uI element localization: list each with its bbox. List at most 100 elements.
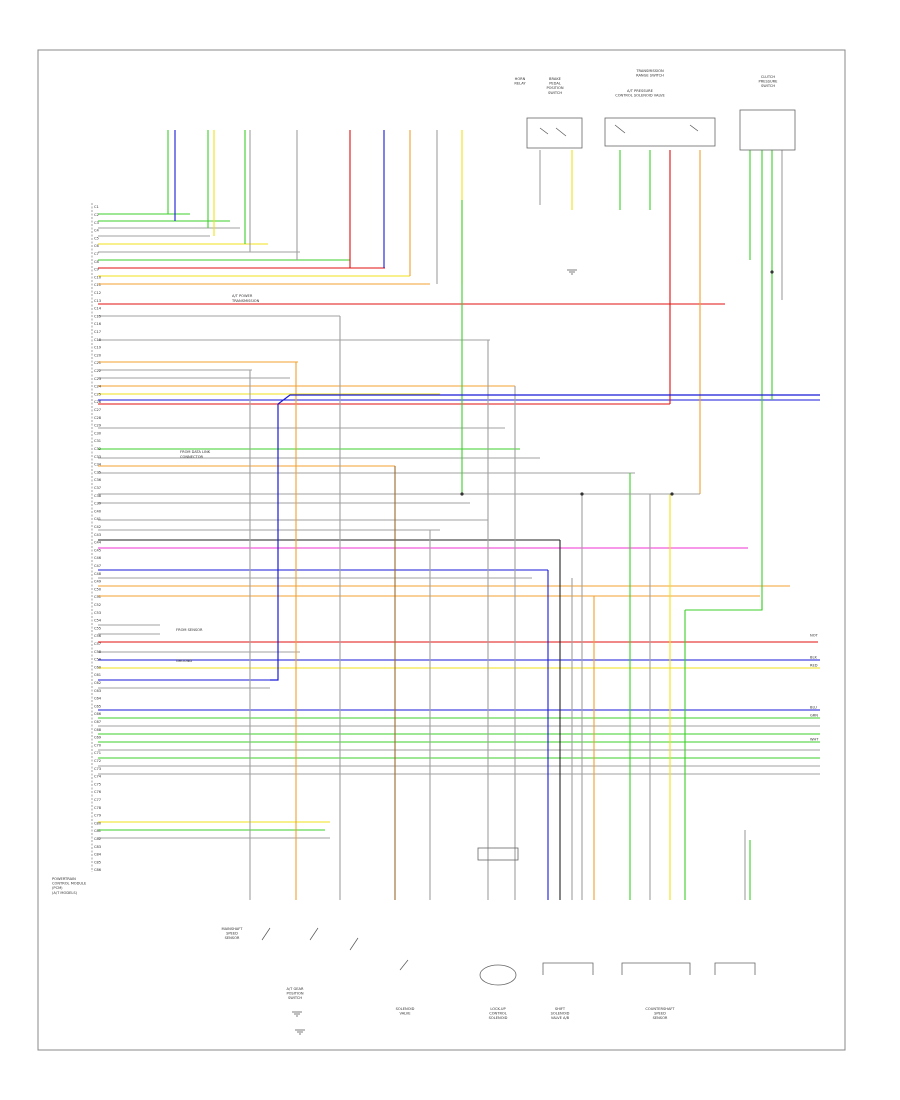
pin-number: C70 — [94, 743, 102, 747]
pin-number: C13 — [94, 299, 101, 303]
pin-number: C38 — [94, 494, 102, 498]
pin-number: C85 — [94, 860, 101, 864]
right-edge-label: RED — [810, 664, 818, 668]
pin-number: C47 — [94, 564, 101, 568]
pin-number: C18 — [94, 338, 102, 342]
pin-number: C61 — [94, 673, 101, 677]
pin-number: C79 — [94, 814, 102, 818]
pin-number: C1 — [94, 205, 99, 209]
component-box — [739, 109, 796, 151]
pin-number: C73 — [94, 767, 101, 771]
pin-number: C60 — [94, 665, 102, 669]
pin-number: C33 — [94, 455, 101, 459]
sensor-symbol — [479, 964, 517, 986]
harness-wire-routed — [685, 600, 763, 611]
pin-number: C81 — [94, 829, 101, 833]
pin-number: C84 — [94, 853, 102, 857]
pin-number: C44 — [94, 541, 102, 545]
pin-number: C7 — [94, 252, 99, 256]
inline-label: A/T POWER — [232, 294, 253, 298]
pin-number: C26 — [94, 400, 102, 404]
pin-number: C67 — [94, 720, 101, 724]
pin-number: C2 — [94, 213, 99, 217]
splice-dot — [580, 492, 584, 496]
pin-number: C72 — [94, 759, 101, 763]
right-edge-label: NOT — [810, 634, 819, 638]
pin-number: C80 — [94, 821, 102, 825]
component-layer — [91, 109, 796, 1035]
pin-number: C11 — [94, 283, 101, 287]
ground-symbol — [295, 1029, 305, 1035]
pin-number: C58 — [94, 650, 102, 654]
pin-number: C9 — [94, 268, 100, 272]
pin-number: C57 — [94, 642, 101, 646]
pin-number: C20 — [94, 353, 102, 357]
pin-number: C24 — [94, 385, 102, 389]
pin-number: C5 — [94, 236, 99, 240]
pin-number: C12 — [94, 291, 101, 295]
pin-number: C39 — [94, 502, 102, 506]
pin-number: C41 — [94, 517, 101, 521]
component-bracket — [714, 962, 756, 975]
pin-number: C82 — [94, 837, 101, 841]
pin-number: C6 — [94, 244, 100, 248]
component-box — [604, 117, 716, 147]
switch-symbol — [614, 124, 699, 134]
pin-number: C14 — [94, 307, 102, 311]
pin-number: C3 — [94, 221, 99, 225]
splice-dot — [460, 492, 464, 496]
pin-number: C25 — [94, 392, 101, 396]
pin-number: C29 — [94, 424, 102, 428]
pin-number: C8 — [94, 260, 100, 264]
component-bracket — [542, 962, 594, 975]
pin-number: C49 — [94, 580, 102, 584]
diagram-frame — [37, 49, 846, 1051]
resistor-box — [477, 847, 519, 861]
pin-number: C71 — [94, 751, 101, 755]
pin-number: C68 — [94, 728, 102, 732]
inline-label: CONNECTOR — [180, 455, 204, 459]
pin-number: C62 — [94, 681, 101, 685]
splice-dot — [670, 492, 674, 496]
pin-number: C63 — [94, 689, 101, 693]
pin-number: C83 — [94, 845, 101, 849]
pin-number: C17 — [94, 330, 101, 334]
pin-number: C23 — [94, 377, 101, 381]
pin-number: C10 — [94, 275, 102, 279]
pin-number: C27 — [94, 408, 101, 412]
pin-number: C22 — [94, 369, 101, 373]
pin-number: C35 — [94, 470, 101, 474]
pin-number: C55 — [94, 626, 101, 630]
switch-symbol — [261, 927, 409, 971]
pin-number: C43 — [94, 533, 101, 537]
inline-label: GROUND — [176, 659, 192, 663]
splice-dot — [770, 270, 774, 274]
right-edge-label: BLU — [810, 706, 817, 710]
label-layer: C1C2C3C4C5C6C7C8C9C10C11C12C13C14C15C16C… — [52, 69, 819, 1020]
pin-number: C86 — [94, 868, 102, 872]
pin-number: C28 — [94, 416, 102, 420]
pin-number: C51 — [94, 595, 101, 599]
pin-number: C40 — [94, 509, 102, 513]
pin-number: C32 — [94, 447, 101, 451]
pin-number: C37 — [94, 486, 101, 490]
pin-number: C75 — [94, 782, 101, 786]
right-edge-label: GRN — [810, 714, 818, 718]
pin-number: C53 — [94, 611, 101, 615]
pin-number: C54 — [94, 619, 102, 623]
harness-wire-routed — [270, 394, 820, 681]
ground-symbol — [292, 1011, 302, 1017]
pin-number: C21 — [94, 361, 101, 365]
pin-number: C16 — [94, 322, 102, 326]
pin-number: C50 — [94, 587, 102, 591]
